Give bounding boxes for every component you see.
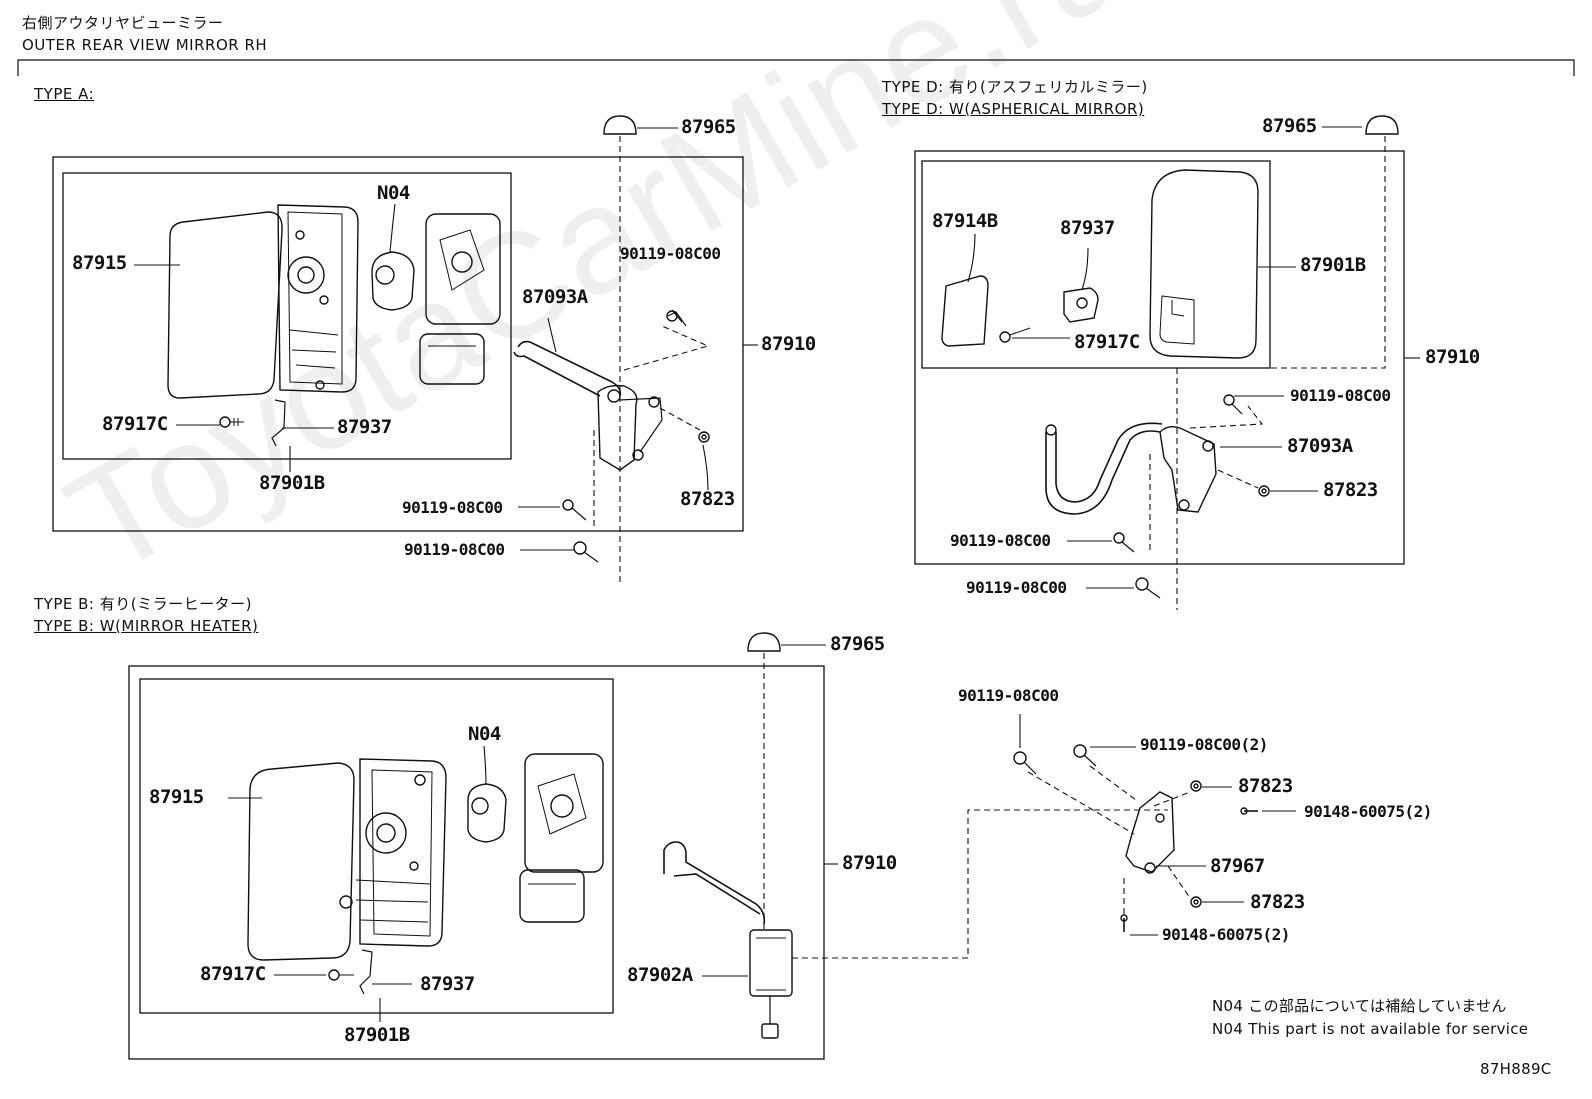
part-87823[interactable]: 87823 <box>1250 891 1305 913</box>
part-90119-08c00[interactable]: 90119-08C00 <box>402 498 503 517</box>
type-b-label-en: TYPE B: W(MIRROR HEATER) <box>34 617 259 635</box>
type-b-outer-box <box>128 665 825 1060</box>
type-a-cap <box>603 115 637 135</box>
part-90119-08c00[interactable]: 90119-08C00 <box>958 686 1059 705</box>
type-a-outer-box <box>52 156 744 532</box>
part-87902a[interactable]: 87902A <box>627 964 693 986</box>
type-d-cover <box>941 275 989 347</box>
type-b-inner-box <box>139 678 614 1014</box>
part-87937[interactable]: 87937 <box>420 973 475 995</box>
part-90119-08c00[interactable]: 90119-08C00 <box>1290 386 1391 405</box>
type-d-label-en: TYPE D: W(ASPHERICAL MIRROR) <box>882 100 1145 118</box>
part-87967[interactable]: 87967 <box>1210 855 1265 877</box>
type-a-label: TYPE A: <box>34 85 95 103</box>
part-87917c[interactable]: 87917C <box>200 963 266 985</box>
part-87917c[interactable]: 87917C <box>1074 331 1140 353</box>
part-87823[interactable]: 87823 <box>680 488 735 510</box>
type-d-cap <box>1365 115 1399 135</box>
part-87915[interactable]: 87915 <box>72 252 127 274</box>
page-title-jp: 右側アウタリヤビューミラー <box>22 14 224 32</box>
part-90148-60075-2[interactable]: 90148-60075(2) <box>1304 802 1432 821</box>
type-d-mirror <box>1149 169 1259 359</box>
drawing-code: 87H889C <box>1480 1060 1552 1078</box>
part-87915[interactable]: 87915 <box>149 786 204 808</box>
part-90148-60075-2[interactable]: 90148-60075(2) <box>1162 925 1290 944</box>
part-87914b[interactable]: 87914B <box>932 210 998 232</box>
part-87910[interactable]: 87910 <box>1425 346 1480 368</box>
part-90119-08c00[interactable]: 90119-08C00 <box>620 244 721 263</box>
type-a-mirror-housing <box>277 204 359 393</box>
part-87901b[interactable]: 87901B <box>259 472 325 494</box>
part-87910[interactable]: 87910 <box>842 852 897 874</box>
part-87823[interactable]: 87823 <box>1323 479 1378 501</box>
part-n04[interactable]: N04 <box>377 182 410 204</box>
part-87901b[interactable]: 87901B <box>1300 254 1366 276</box>
part-87823[interactable]: 87823 <box>1238 775 1293 797</box>
type-d-label-jp: TYPE D: 有り(アスフェリカルミラー) <box>882 78 1148 96</box>
type-b-mirror-plate <box>524 753 604 873</box>
type-b-label-jp: TYPE B: 有り(ミラーヒーター) <box>34 595 252 613</box>
part-90119-08c00[interactable]: 90119-08C00 <box>966 578 1067 597</box>
note-jp: N04 この部品については補給していません <box>1212 997 1507 1015</box>
hinge-bracket <box>1125 791 1175 873</box>
part-87093a[interactable]: 87093A <box>1287 435 1353 457</box>
part-87937[interactable]: 87937 <box>1060 217 1115 239</box>
type-b-cap <box>747 632 781 652</box>
type-b-mirror-glass <box>247 762 355 961</box>
type-d-inner-box <box>921 160 1271 369</box>
part-87965[interactable]: 87965 <box>830 633 885 655</box>
part-90119-08c00-2[interactable]: 90119-08C00(2) <box>1140 735 1268 754</box>
type-a-inner-box <box>62 172 512 460</box>
type-a-mirror-plate <box>425 213 501 325</box>
type-b-heater-unit <box>749 929 793 997</box>
part-90119-08c00[interactable]: 90119-08C00 <box>404 540 505 559</box>
type-b-lamp <box>519 869 585 923</box>
type-d-arm <box>1045 422 1163 515</box>
type-a-mirror-glass <box>167 211 283 399</box>
type-a-lamp <box>419 333 485 385</box>
part-87901b[interactable]: 87901B <box>344 1024 410 1046</box>
part-n04[interactable]: N04 <box>468 723 501 745</box>
type-b-arm <box>663 841 766 925</box>
type-b-mirror-housing <box>359 758 447 947</box>
part-87965[interactable]: 87965 <box>681 116 736 138</box>
part-90119-08c00[interactable]: 90119-08C00 <box>950 531 1051 550</box>
note-en: N04 This part is not available for servi… <box>1212 1020 1529 1038</box>
type-d-motor <box>1063 287 1099 323</box>
page-title-en: OUTER REAR VIEW MIRROR RH <box>22 36 268 54</box>
part-87917c[interactable]: 87917C <box>102 413 168 435</box>
part-87093a[interactable]: 87093A <box>522 286 588 308</box>
part-87910[interactable]: 87910 <box>761 333 816 355</box>
part-87965[interactable]: 87965 <box>1262 115 1317 137</box>
type-b-motor <box>467 783 507 843</box>
part-87937[interactable]: 87937 <box>337 416 392 438</box>
type-a-motor <box>371 251 415 311</box>
